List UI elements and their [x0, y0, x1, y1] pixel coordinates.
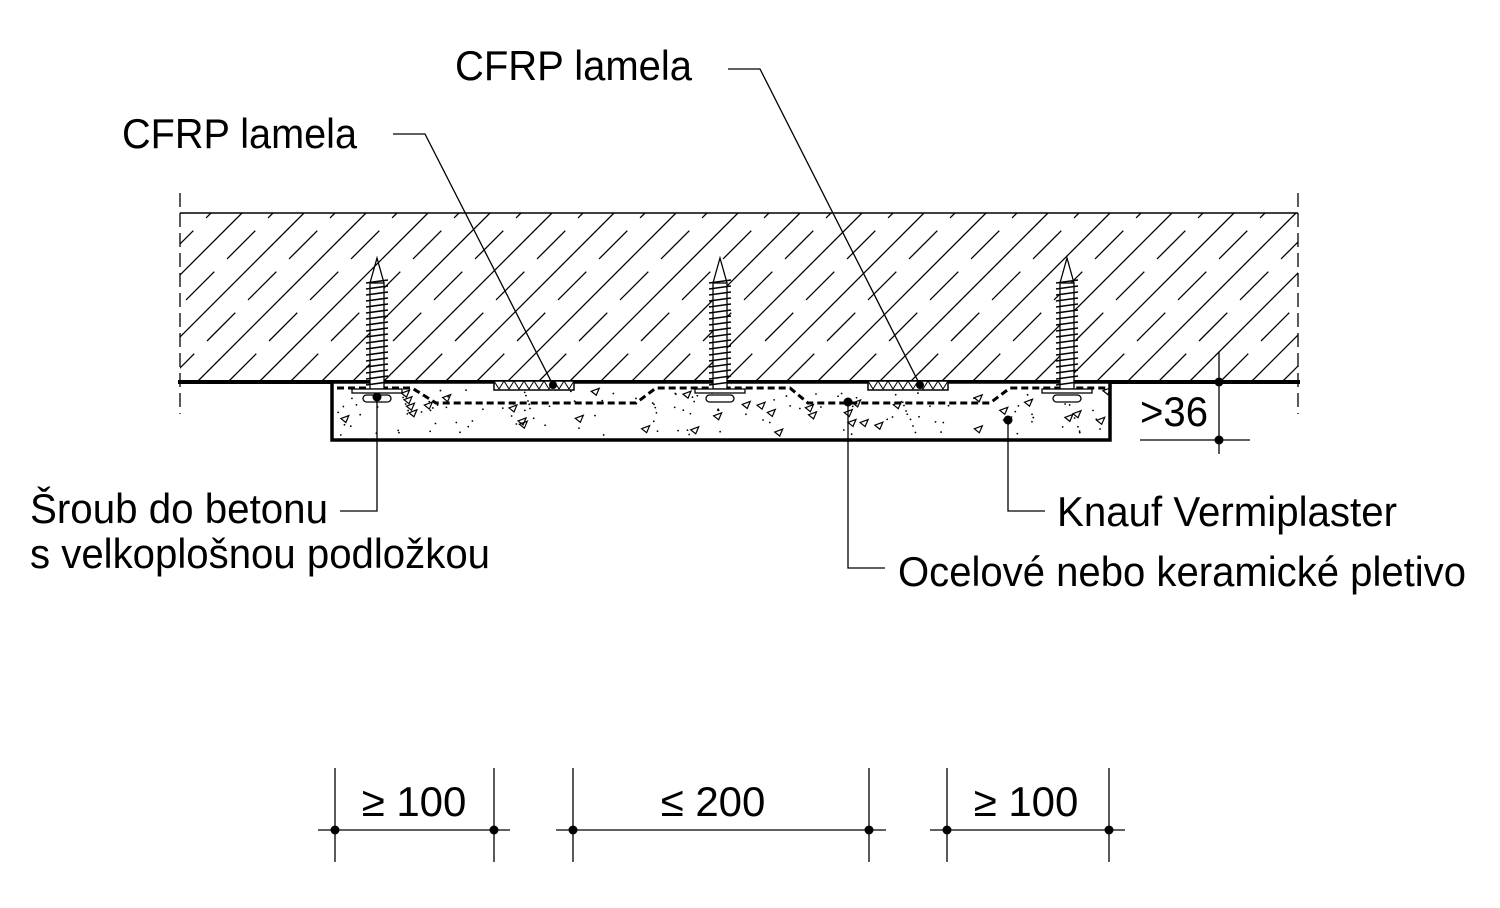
mesh [337, 386, 1106, 405]
concrete-screw [351, 255, 403, 403]
plaster-layer [330, 380, 1113, 442]
label-cfrp-left: CFRP lamela [122, 110, 358, 157]
dimension-left: ≥ 100 [362, 778, 467, 825]
label-screw-line1: Šroub do betonu [30, 485, 328, 532]
washer [694, 388, 746, 394]
screw-head [1052, 394, 1082, 403]
concrete-screw [1041, 255, 1093, 403]
thickness-dimension: >36 [1140, 352, 1250, 454]
cfrp-lamellas [493, 380, 949, 391]
dimension-middle: ≤ 200 [661, 778, 766, 825]
label-mesh: Ocelové nebo keramické pletivo [898, 548, 1466, 595]
thickness-value: >36 [1140, 388, 1208, 435]
leader-lines [340, 68, 1045, 569]
cfrp-lamella [493, 380, 575, 391]
concrete-slab [178, 193, 1300, 414]
concrete-screw [694, 255, 746, 403]
screws [351, 255, 1093, 403]
label-screw-line2: s velkoplošnou podložkou [30, 530, 490, 577]
label-cfrp-right: CFRP lamela [455, 42, 693, 89]
label-plaster: Knauf Vermiplaster [1057, 488, 1397, 535]
screw-head [705, 394, 735, 403]
washer [1041, 388, 1093, 394]
dimension-right: ≥ 100 [974, 778, 1079, 825]
leader-dots [372, 381, 1013, 425]
cfrp-lamella [867, 380, 949, 391]
spacing-dimensions [318, 768, 1125, 862]
washer [351, 388, 403, 394]
